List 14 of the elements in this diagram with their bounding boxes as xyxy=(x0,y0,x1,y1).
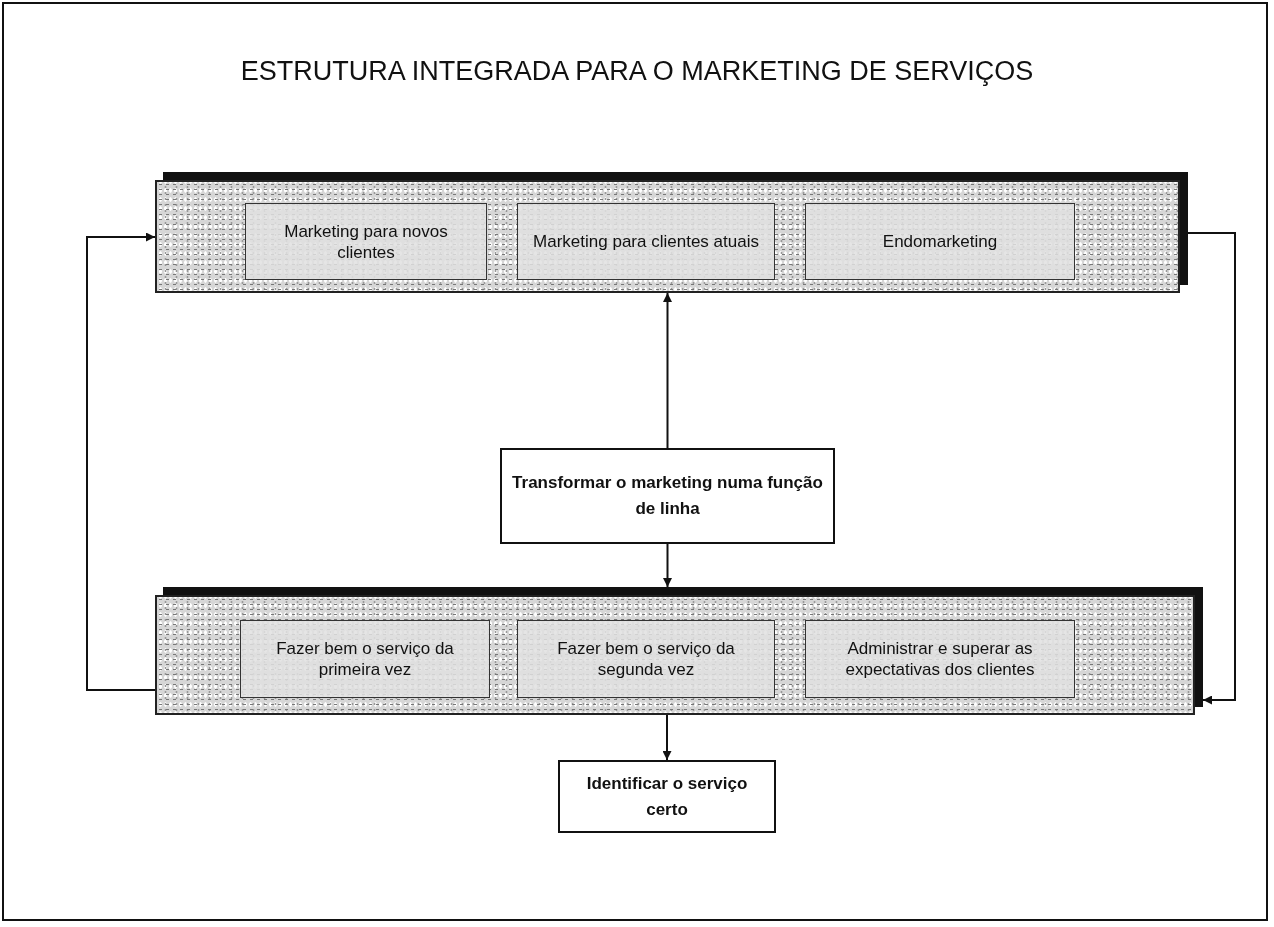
diagram-title: ESTRUTURA INTEGRADA PARA O MARKETING DE SERVIÇOS xyxy=(239,56,1035,87)
inner-box: Fazer bem o serviço da segunda vez xyxy=(517,620,775,698)
arrow xyxy=(663,292,672,449)
inner-box: Marketing para clientes atuais xyxy=(517,203,775,280)
arrow xyxy=(1187,232,1236,705)
inner-box: Administrar e superar as expectativas dos clientes xyxy=(805,620,1075,698)
process-box: Transformar o marketing numa função de linha xyxy=(500,448,835,544)
arrow xyxy=(86,232,156,691)
inner-box: Endomarketing xyxy=(805,203,1075,280)
process-box: Identificar o serviço certo xyxy=(558,760,776,833)
arrow xyxy=(663,543,672,588)
inner-box: Marketing para novos clientes xyxy=(245,203,487,280)
arrow xyxy=(662,714,672,761)
inner-box: Fazer bem o serviço da primeira vez xyxy=(240,620,490,698)
